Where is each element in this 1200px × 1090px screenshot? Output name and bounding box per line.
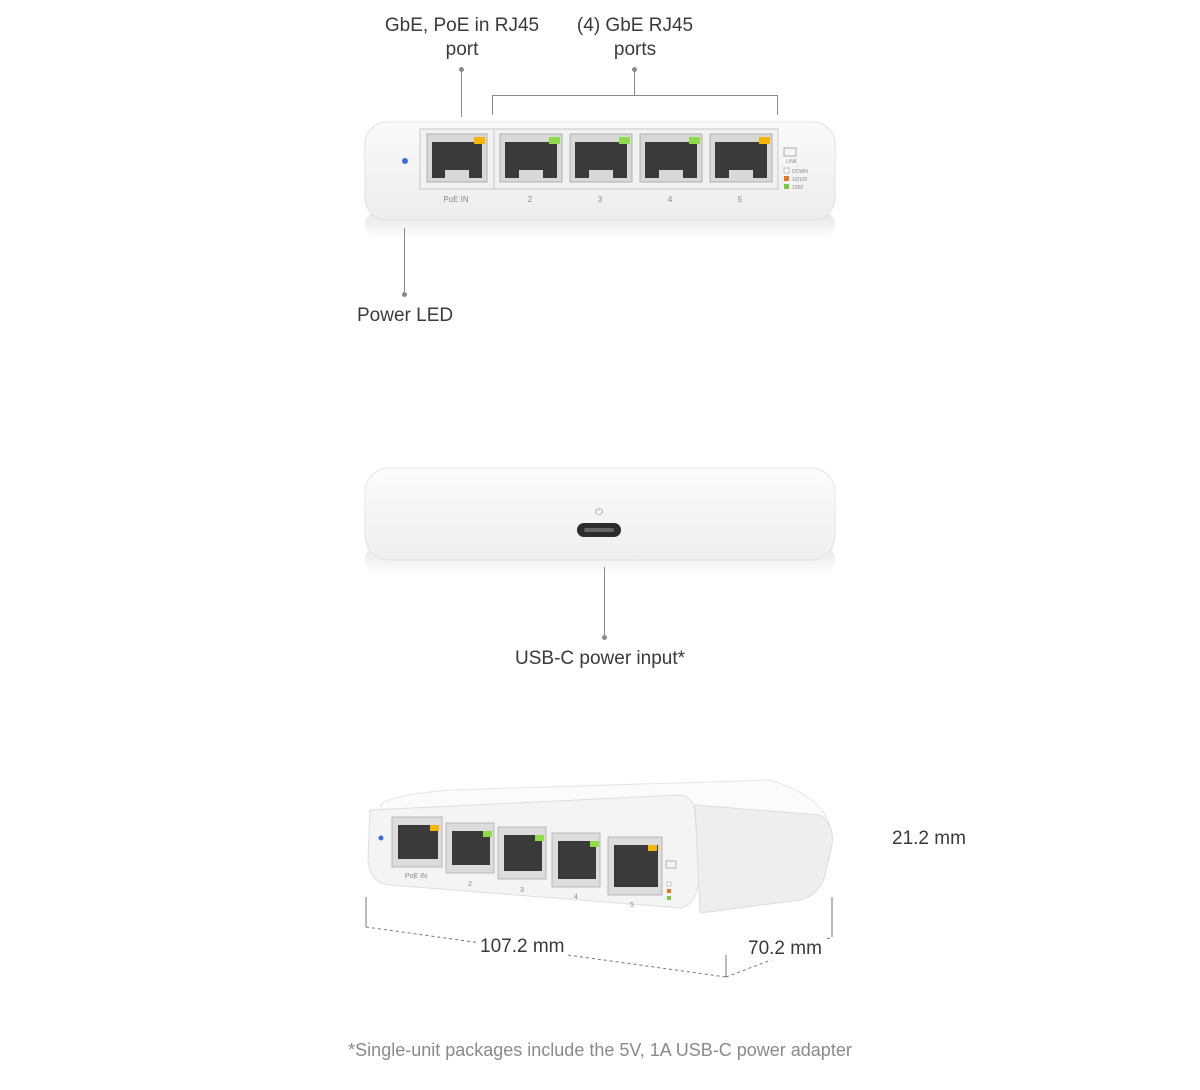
port-number-4: 4	[668, 195, 673, 204]
power-led-leader-line	[404, 228, 405, 294]
legend-1000: 1000	[792, 185, 803, 191]
gbe-leader-line	[634, 70, 635, 95]
persp-port-2	[445, 822, 495, 874]
footnote: *Single-unit packages include the 5V, 1A…	[348, 1040, 852, 1060]
port-number-5: 5	[738, 195, 743, 204]
port-5	[709, 133, 773, 183]
poe-in-label: PoE IN	[443, 195, 469, 204]
power-led-label: Power LED	[357, 305, 454, 326]
depth-label: 70.2 mm	[746, 938, 824, 960]
gbe-leader-dot	[632, 67, 637, 72]
power-led-leader-dot	[402, 292, 407, 297]
legend-10-100: 10/100	[792, 177, 808, 183]
persp-port-3	[497, 826, 547, 880]
power-symbol-icon: ⏻	[595, 507, 603, 518]
port-number-3: 3	[598, 195, 603, 204]
legend-down: DOWN	[792, 169, 808, 175]
switch-front-view: PoE IN 2 3 4 5 LINK DOWN 10/100 1000	[364, 121, 836, 240]
gbe-bracket-left	[492, 95, 493, 115]
persp-port-number-3: 3	[520, 887, 524, 894]
persp-poe-in-label: PoE IN	[405, 873, 427, 880]
gbe-bracket-top	[492, 95, 778, 96]
persp-port-number-2: 2	[468, 881, 472, 888]
usbc-label: USB-C power input*	[515, 648, 686, 669]
persp-port-4	[551, 832, 601, 888]
poe-port-label: GbE, PoE in RJ45 port	[372, 14, 552, 62]
persp-port-poe	[391, 816, 443, 868]
height-label: 21.2 mm	[892, 828, 966, 850]
usbc-leader-line	[604, 567, 605, 637]
persp-port-number-4: 4	[574, 894, 578, 901]
legend-title: LINK	[786, 159, 798, 165]
gbe-ports-label-line1: (4) GbE RJ45	[576, 15, 694, 36]
port-3	[569, 133, 633, 183]
gbe-ports-label-line2: ports	[613, 39, 657, 60]
width-label: 107.2 mm	[476, 936, 569, 958]
port-2	[499, 133, 563, 183]
gbe-bracket-right	[777, 95, 778, 115]
gbe-ports-label: (4) GbE RJ45 ports	[555, 14, 715, 62]
switch-rear-view: ⏻	[364, 467, 836, 575]
port-number-2: 2	[528, 195, 533, 204]
usbc-leader-dot	[602, 635, 607, 640]
poe-leader-line	[461, 70, 462, 117]
switch-perspective-view: PoE IN 2 3 4 5	[365, 779, 833, 978]
poe-leader-dot	[459, 67, 464, 72]
poe-port-label-line2: port	[445, 39, 479, 60]
persp-port-number-5: 5	[630, 902, 634, 909]
port-4	[639, 133, 703, 183]
poe-port-label-line1: GbE, PoE in RJ45	[384, 15, 540, 36]
power-led	[402, 158, 408, 164]
poe-port-led	[474, 137, 485, 144]
persp-port-5	[607, 836, 663, 896]
